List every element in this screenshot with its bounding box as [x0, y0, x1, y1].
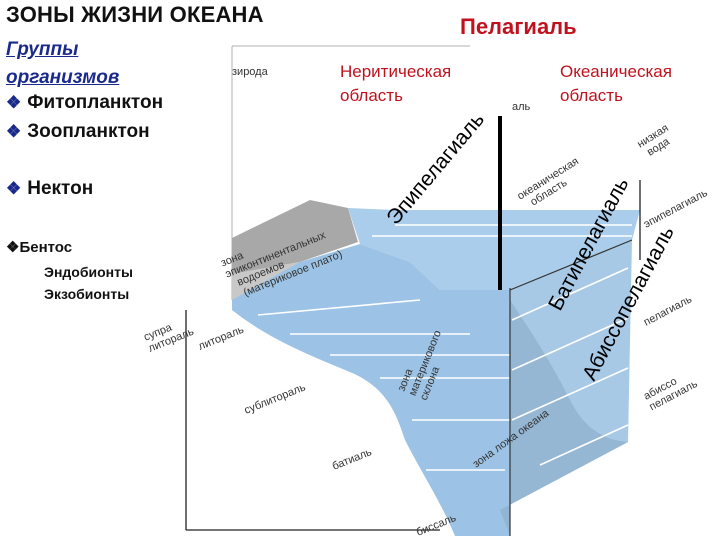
- diamond-bullet-icon: ❖: [6, 179, 22, 198]
- label-bathypelagial-small: пелагиаль: [642, 293, 694, 328]
- group-item-benthos: ❖Бентос: [6, 239, 73, 256]
- groups-heading-line2: организмов: [6, 67, 120, 88]
- ocean-bed: [500, 300, 628, 536]
- label-al: аль: [512, 101, 531, 113]
- label-epipelagial-small: эпипелагиаль: [642, 187, 710, 231]
- neritic-region-label: Неритическая область: [334, 58, 458, 110]
- page-title: ЗОНЫ ЖИЗНИ ОКЕАНА: [6, 2, 264, 27]
- depth-lines: [257, 224, 632, 471]
- outer-frame: [185, 180, 641, 531]
- groups-heading-line1: Группы: [6, 39, 79, 60]
- label-batial: батиаль: [331, 446, 374, 473]
- group-item-nekton: ❖Нектон: [6, 178, 94, 199]
- groups-heading: Группы организмов: [6, 36, 176, 92]
- label-abissal: биссаль: [415, 512, 458, 539]
- diamond-bullet-icon: ❖: [6, 239, 20, 256]
- land-slope: [232, 200, 358, 274]
- benthos-sub-endobionts: Эндобионты: [44, 264, 133, 280]
- water-surface: [348, 208, 640, 290]
- diamond-bullet-icon: ❖: [6, 93, 22, 112]
- group-item-zooplankton: ❖Зоопланктон: [6, 121, 150, 142]
- group-item-phytoplankton: ❖Фитопланктон: [6, 92, 164, 113]
- diamond-bullet-icon: ❖: [6, 122, 22, 141]
- water-front-face: [232, 244, 510, 536]
- label-sublitoral: сублитораль: [243, 381, 308, 417]
- label-priroda: зирода: [232, 66, 269, 78]
- benthos-sub-exobionts: Экзобионты: [44, 286, 130, 302]
- pelagial-heading: Пелагиаль: [460, 14, 577, 39]
- oceanic-region-label: Океаническая область: [554, 58, 678, 110]
- label-litoral: литораль: [197, 324, 246, 353]
